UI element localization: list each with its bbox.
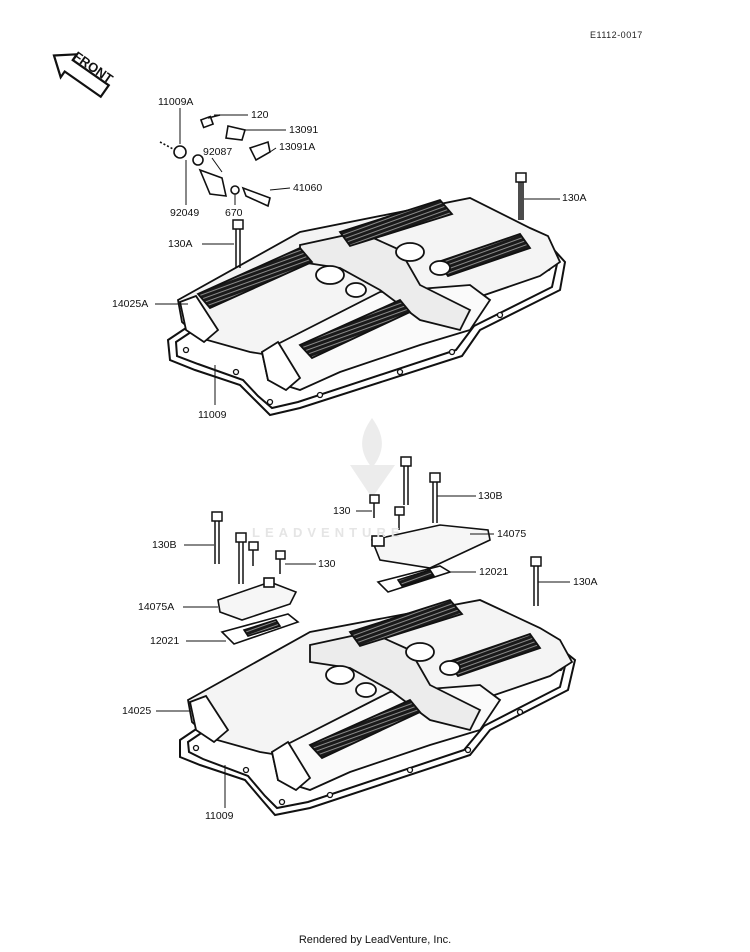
part-label-13091A: 13091A <box>279 141 316 153</box>
part-label-130B-right: 130B <box>478 490 503 502</box>
part-label-130A-top-right: 130A <box>562 192 587 204</box>
bolt-130B-right <box>400 456 441 523</box>
part-label-130-left: 130 <box>318 558 336 570</box>
cylinder-head-cover-top <box>176 197 562 392</box>
part-label-120: 120 <box>251 109 269 121</box>
footer-credit: Rendered by LeadVenture, Inc. <box>298 934 452 946</box>
watermark-logo-icon <box>350 418 395 498</box>
part-label-14075: 14075 <box>497 528 527 540</box>
front-arrow-icon <box>52 53 111 99</box>
bolt-130B-left <box>211 511 247 584</box>
part-label-130A-bottom: 130A <box>573 576 598 588</box>
cap-14075A <box>217 577 298 621</box>
part-label-670: 670 <box>225 207 243 219</box>
part-label-11009A: 11009A <box>158 96 194 108</box>
bolt-130-left <box>248 541 286 574</box>
diagram-code: E1112-0017 <box>590 30 643 40</box>
bolt-130A-top-left <box>232 219 244 268</box>
cylinder-head-cover-bottom <box>186 598 574 792</box>
leader-lines <box>155 108 570 808</box>
part-label-14025: 14025 <box>122 705 152 717</box>
part-label-14075A: 14075A <box>138 601 175 613</box>
breather-parts-group <box>159 114 271 208</box>
bolt-130-right <box>369 494 405 530</box>
part-label-41060: 41060 <box>293 182 323 194</box>
seal-12021-left <box>220 613 300 645</box>
seal-12021-right <box>376 565 452 593</box>
part-label-92087: 92087 <box>203 146 233 158</box>
cap-14075 <box>370 524 491 569</box>
part-label-12021-left: 12021 <box>150 635 180 647</box>
part-label-14025A: 14025A <box>112 298 149 310</box>
part-label-92049: 92049 <box>170 207 200 219</box>
part-label-13091: 13091 <box>289 124 319 136</box>
part-label-130A-top-left: 130A <box>168 238 193 250</box>
part-label-130B-left: 130B <box>152 539 177 551</box>
watermark-text: LEADVENTURE <box>252 525 405 540</box>
bolt-130A-top-right <box>515 172 527 220</box>
part-label-11009-top: 11009 <box>198 409 227 421</box>
part-label-130-right: 130 <box>333 505 351 517</box>
bolt-130A-bottom <box>530 556 542 606</box>
part-label-12021-right: 12021 <box>479 566 509 578</box>
part-label-11009-bottom: 11009 <box>205 810 234 822</box>
